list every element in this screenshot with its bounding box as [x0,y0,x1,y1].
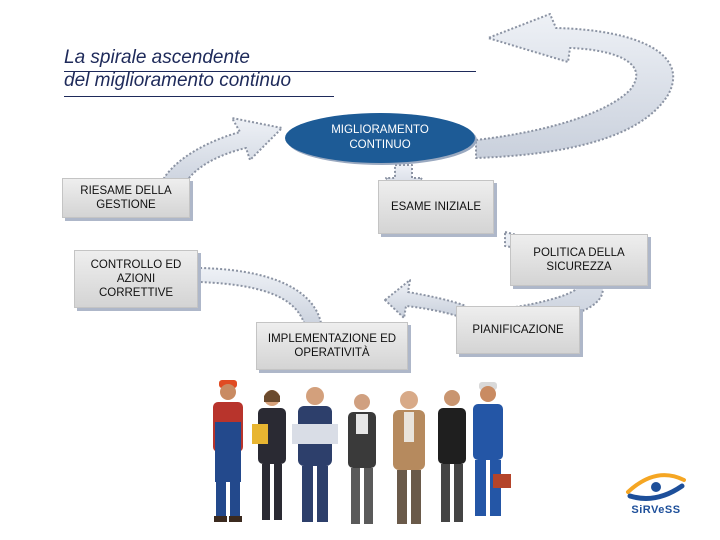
title-underline-1 [64,71,476,72]
title-line-1: La spirale ascendente [64,47,250,68]
title-line-2: del miglioramento continuo [64,70,292,91]
arrow-left-loop [199,267,323,331]
worker-4 [348,394,376,524]
diagram-title: La spirale ascendente del miglioramento … [64,46,291,92]
title-underline-2 [64,96,334,97]
worker-6 [438,390,466,522]
step-controllo: CONTROLLO ED AZIONI CORRETTIVE [74,250,198,308]
center-ellipse: MIGLIORAMENTO CONTINUO [285,113,475,163]
arrow-to-planning [384,279,467,319]
worker-1 [213,380,243,522]
step-esame: ESAME INIZIALE [378,180,494,234]
step-pianificazione: PIANIFICAZIONE [456,306,580,354]
center-label: MIGLIORAMENTO CONTINUO [331,124,429,151]
workers-group-illustration [213,380,511,524]
worker-2 [252,390,286,520]
step-controllo-label: CONTROLLO ED AZIONI CORRETTIVE [90,259,182,299]
step-implementazione: IMPLEMENTAZIONE ED OPERATIVITÀ [256,322,408,370]
step-politica: POLITICA DELLA SICUREZZA [510,234,648,286]
step-riesame-label: RIESAME DELLA GESTIONE [80,185,172,211]
step-politica-label: POLITICA DELLA SICUREZZA [533,247,625,273]
worker-3 [292,387,338,522]
step-pianificazione-label: PIANIFICAZIONE [472,324,564,336]
sirvess-logo: SiRVeSS [620,470,692,522]
step-esame-label: ESAME INIZIALE [390,201,482,213]
step-riesame: RIESAME DELLA GESTIONE [62,178,190,218]
arrow-to-center [159,117,283,191]
logo-text: SiRVeSS [631,504,681,516]
logo-eye-icon [626,473,686,501]
step-implementazione-label: IMPLEMENTAZIONE ED OPERATIVITÀ [267,333,397,359]
worker-5 [393,391,425,524]
arrow-top-right-arc [475,13,675,159]
worker-7 [473,382,511,516]
